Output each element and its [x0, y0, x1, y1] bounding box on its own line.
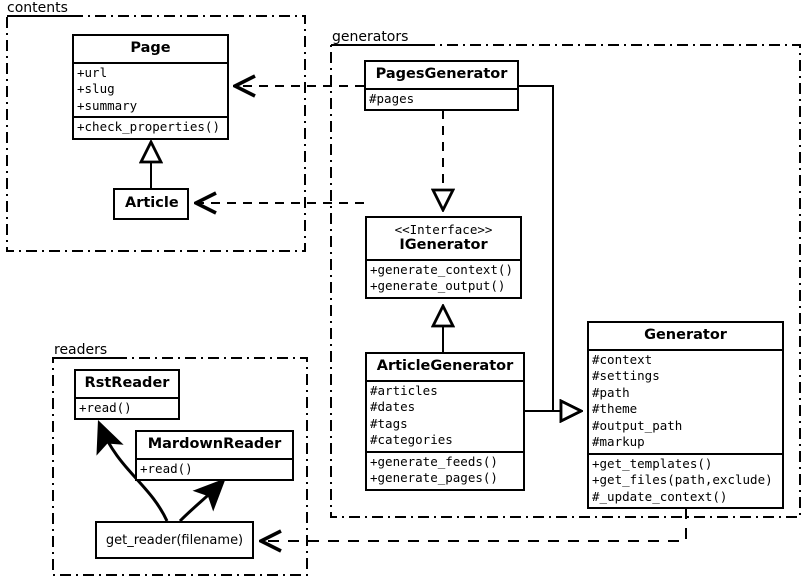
- method-read-rst: +read(): [79, 399, 132, 415]
- attribute-settings: #settings: [592, 368, 660, 384]
- class-name-pages-generator: PagesGenerator: [375, 66, 508, 82]
- method-update-context: #_update_context(): [592, 488, 728, 504]
- rel-getreader-to-rstreader: [96, 419, 169, 522]
- class-header-igenerator: <<Interface>> IGenerator: [367, 218, 520, 259]
- class-stereotype-igenerator: <<Interface>>: [394, 222, 493, 237]
- class-methods-rst-reader: +read(): [76, 396, 178, 419]
- attribute-summary: +summary: [77, 97, 138, 113]
- class-attributes-page: +url +slug +summary: [74, 61, 227, 117]
- attribute-tags: #tags: [370, 415, 408, 431]
- package-border-readers: [52, 357, 308, 576]
- package-border-contents: [6, 15, 306, 252]
- class-methods-article-generator: +generate_feeds() +generate_pages(): [367, 450, 523, 489]
- method-generate-feeds: +generate_feeds(): [370, 453, 498, 469]
- class-methods-page: +check_properties(): [74, 116, 227, 138]
- class-box-rst-reader[interactable]: RstReader +read(): [74, 369, 180, 421]
- class-box-article-generator[interactable]: ArticleGenerator #articles #dates #tags …: [365, 352, 525, 491]
- package-label-readers: readers: [54, 342, 108, 358]
- class-name-igenerator: IGenerator: [399, 237, 488, 253]
- attribute-theme: #theme: [592, 401, 638, 417]
- class-box-article[interactable]: Article: [113, 188, 189, 220]
- method-generate-pages: +generate_pages(): [370, 470, 498, 486]
- class-name-generator: Generator: [644, 327, 727, 343]
- class-box-generator[interactable]: Generator #context #settings #path #them…: [587, 321, 784, 510]
- package-label-contents: contents: [7, 0, 68, 16]
- method-get-templates: +get_templates(): [592, 455, 713, 471]
- rel-getreader-to-mardownreader: [178, 478, 226, 523]
- class-methods-generator: +get_templates() +get_files(path,exclude…: [589, 452, 782, 508]
- class-methods-mardown-reader: +read(): [137, 457, 292, 480]
- class-attributes-generator: #context #settings #path #theme #output_…: [589, 348, 782, 453]
- rel-pagesgenerator-to-generator: [519, 85, 581, 411]
- class-attributes-article-generator: #articles #dates #tags #categories: [367, 379, 523, 451]
- rel-generator-to-getreader: [261, 508, 687, 541]
- method-read-mardown: +read(): [140, 460, 193, 476]
- class-methods-igenerator: +generate_context() +generate_output(): [367, 258, 520, 297]
- attribute-dates: #dates: [370, 399, 416, 415]
- function-label-get-reader: get_reader(filename): [105, 532, 244, 548]
- method-generate-context: +generate_context(): [370, 261, 513, 277]
- attribute-slug: +slug: [77, 81, 115, 97]
- class-name-mardown-reader: MardownReader: [147, 436, 282, 452]
- class-box-pages-generator[interactable]: PagesGenerator #pages: [364, 60, 519, 112]
- attribute-url: +url: [77, 64, 108, 80]
- class-box-page[interactable]: Page +url +slug +summary +check_properti…: [72, 34, 229, 140]
- attribute-context: #context: [592, 351, 653, 367]
- class-name-page: Page: [130, 40, 171, 56]
- class-name-article-generator: ArticleGenerator: [376, 358, 514, 374]
- attribute-categories: #categories: [370, 432, 453, 448]
- package-label-generators: generators: [332, 29, 409, 45]
- method-check-properties: +check_properties(): [77, 119, 220, 135]
- attribute-pages: #pages: [369, 90, 415, 106]
- method-get-files: +get_files(path,exclude): [592, 472, 773, 488]
- class-name-rst-reader: RstReader: [84, 375, 170, 391]
- class-box-igenerator[interactable]: <<Interface>> IGenerator +generate_conte…: [365, 216, 522, 299]
- method-generate-output: +generate_output(): [370, 278, 506, 294]
- class-name-article: Article: [125, 195, 179, 211]
- attribute-articles: #articles: [370, 382, 438, 398]
- function-box-get-reader[interactable]: get_reader(filename): [95, 521, 254, 559]
- class-box-mardown-reader[interactable]: MardownReader +read(): [135, 430, 294, 482]
- class-attributes-pages-generator: #pages: [366, 87, 517, 110]
- attribute-path: #path: [592, 384, 630, 400]
- attribute-markup: #markup: [592, 434, 645, 450]
- attribute-output-path: #output_path: [592, 417, 683, 433]
